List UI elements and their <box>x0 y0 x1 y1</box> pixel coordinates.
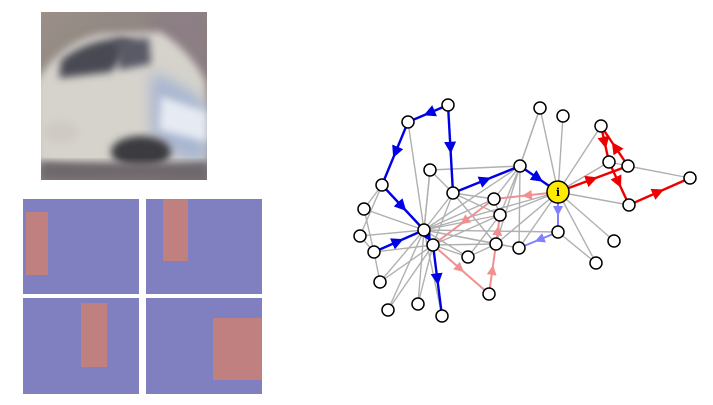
graph-node <box>446 186 460 200</box>
graph-node <box>556 109 570 123</box>
graph-edge <box>423 165 521 231</box>
graph-edge <box>407 121 425 231</box>
graph-edge <box>557 125 602 193</box>
graph-node <box>367 245 381 259</box>
graph-edge <box>373 244 434 253</box>
graph-edge <box>423 198 495 231</box>
graph-node <box>482 287 496 301</box>
tile-top-left <box>23 199 139 294</box>
graph-node <box>589 256 603 270</box>
graph-edge <box>627 165 691 179</box>
graph-edge <box>417 229 425 305</box>
graph-edge <box>387 244 434 311</box>
path-edge-arrow <box>444 104 457 154</box>
graph-node <box>441 98 455 112</box>
graph-nodes <box>353 98 697 323</box>
graph-edge <box>557 191 630 206</box>
graph-node <box>435 309 449 323</box>
graph-edge <box>417 244 434 305</box>
graph-edge <box>557 115 564 193</box>
graph-node <box>512 241 526 255</box>
graph-edge <box>432 214 501 246</box>
tile-patch <box>81 303 107 367</box>
graph-edge <box>423 169 431 231</box>
graph-edge <box>432 243 497 246</box>
graph-node <box>683 171 697 185</box>
graph-node <box>373 275 387 289</box>
graph-node <box>602 155 616 169</box>
graph-node <box>417 223 431 237</box>
graph-node <box>487 192 501 206</box>
graph-node <box>594 119 608 133</box>
graph-edge <box>495 165 521 245</box>
graph-node <box>401 115 415 129</box>
graph-node <box>426 238 440 252</box>
graph-node <box>607 234 621 248</box>
tile-top-right <box>146 199 262 294</box>
graph-edge <box>379 229 425 283</box>
graph-edge <box>519 107 541 167</box>
graph-edge <box>363 208 425 231</box>
graph-node <box>513 159 527 173</box>
graph-node <box>411 297 425 311</box>
graph-edge <box>429 165 521 171</box>
graph-node <box>461 250 475 264</box>
graph-node <box>622 198 636 212</box>
tile-patch <box>213 318 262 380</box>
graph-node <box>489 237 503 251</box>
graph-edge <box>359 184 383 237</box>
center-node-label: i <box>556 186 560 199</box>
graph-node <box>353 229 367 243</box>
graph-edge <box>495 191 559 245</box>
graph-edge <box>452 192 495 200</box>
graph-edge <box>423 229 559 233</box>
graph-node <box>551 225 565 239</box>
graph-edge <box>518 165 521 249</box>
car-photo <box>41 12 207 180</box>
tile-patch <box>26 212 48 275</box>
graph-edge <box>379 244 434 283</box>
tile-patch <box>163 199 188 261</box>
graph-diagram: i <box>353 98 697 323</box>
graph-edge <box>557 191 597 264</box>
graph-node <box>357 202 371 216</box>
graph-edge <box>557 231 597 264</box>
graph-edge <box>452 192 497 245</box>
graph-edge <box>432 192 454 246</box>
tile-bottom-right <box>146 298 262 394</box>
graph-edge <box>539 107 559 193</box>
graph-edge <box>493 165 521 200</box>
graph-edge <box>499 165 521 216</box>
graph-edge <box>452 192 501 216</box>
graph-node <box>493 208 507 222</box>
graph-edge <box>387 229 425 311</box>
graph-edge <box>423 192 454 231</box>
graph-edges <box>359 104 691 317</box>
graph-node <box>423 163 437 177</box>
graph-edge <box>363 208 375 253</box>
tile-bottom-left <box>23 298 139 394</box>
graph-node <box>381 303 395 317</box>
graph-node <box>621 159 635 173</box>
car-photo-image <box>41 12 207 180</box>
graph-edge <box>423 229 469 258</box>
graph-edge <box>467 214 501 258</box>
graph-node <box>533 101 547 115</box>
graph-node <box>375 178 389 192</box>
graph-edge <box>557 191 615 242</box>
path-edge <box>449 148 455 194</box>
center-node: i <box>546 180 570 204</box>
